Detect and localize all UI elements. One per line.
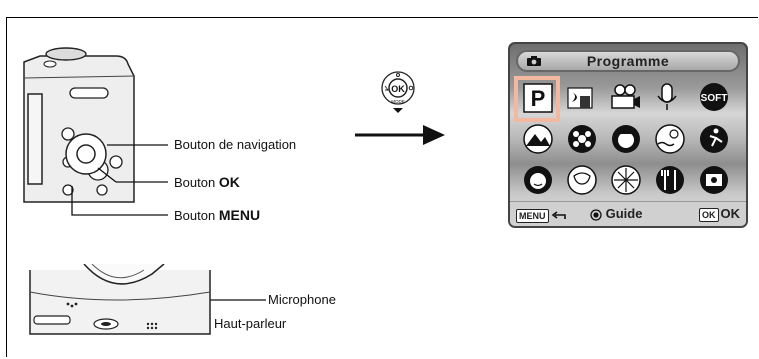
flower-icon[interactable] (568, 125, 596, 153)
label-ok-prefix: Bouton (174, 175, 219, 190)
label-ok-key: OK (218, 174, 240, 190)
camera-back-illustration (23, 47, 135, 203)
ok-tag: OK (699, 207, 719, 222)
movie-icon[interactable] (611, 84, 640, 109)
screen-mode-title: Programme (586, 53, 670, 69)
sport-icon[interactable] (700, 125, 728, 153)
soft-icon-label: SOFT (701, 93, 728, 104)
camera-screen: Programme P SOFT (508, 42, 748, 228)
right-arrow-icon (355, 125, 445, 145)
menu-tag: MENU (516, 208, 549, 223)
food-icon[interactable] (656, 166, 684, 194)
surf-snow-icon[interactable] (655, 124, 685, 154)
camera-mode-icon (527, 56, 541, 66)
ok-label: OK (720, 206, 741, 221)
back-arrow-icon (551, 210, 566, 219)
landscape-icon[interactable] (523, 124, 553, 154)
pet-icon[interactable] (567, 165, 597, 195)
label-nav-button: Bouton de navigation (174, 137, 297, 152)
program-p-label: P (531, 86, 546, 111)
portrait-icon[interactable] (612, 125, 640, 153)
dpad-bottom-text: MODE (391, 99, 405, 104)
label-menu-prefix: Bouton (174, 208, 219, 223)
menu-back-control[interactable]: MENU (516, 207, 567, 223)
fireworks-icon[interactable] (611, 165, 641, 195)
guide-dot-icon (590, 208, 602, 221)
mode-grid: P SOFT (514, 76, 728, 195)
soft-icon[interactable]: SOFT (700, 83, 728, 111)
screen-title-bar: Programme (516, 50, 740, 72)
label-microphone: Microphone (268, 292, 336, 307)
dpad-icon: OK MODE (380, 70, 416, 114)
kids-icon[interactable] (524, 166, 552, 194)
label-ok-button: Bouton OK (174, 174, 240, 190)
camera-front-illustration (29, 264, 211, 335)
frame-composite-icon[interactable] (700, 166, 728, 194)
program-p-icon[interactable]: P (514, 76, 560, 122)
guide-label: Guide (605, 206, 643, 221)
label-menu-button: Bouton MENU (174, 207, 260, 223)
label-speaker: Haut-parleur (214, 316, 287, 331)
night-scene-icon[interactable] (567, 87, 593, 109)
dpad-center-text: OK (391, 84, 405, 94)
label-menu-key: MENU (218, 207, 261, 223)
figure-frame (6, 17, 758, 357)
voice-recording-icon[interactable] (657, 83, 677, 110)
guide-control[interactable]: Guide (590, 206, 642, 221)
